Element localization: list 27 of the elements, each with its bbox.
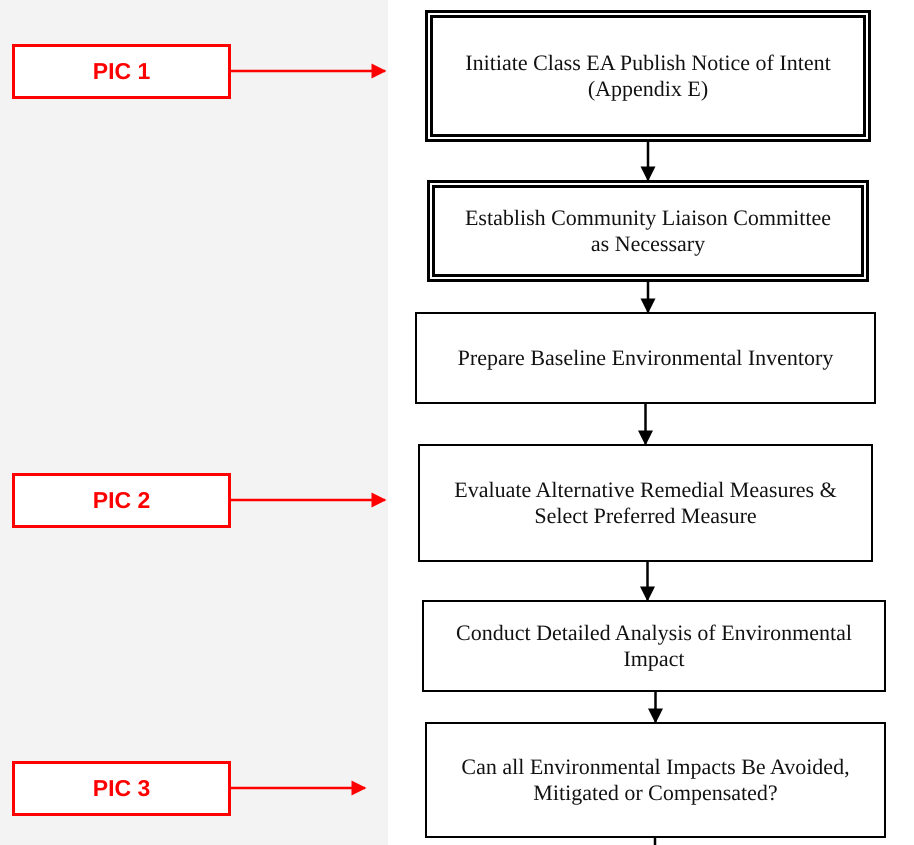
- step-text: Can all Environmental Impacts Be Avoided, Mitigated or Compensated?: [460, 754, 851, 806]
- callout-box: [12, 44, 231, 99]
- process-box: [425, 10, 871, 142]
- process-box: [427, 180, 869, 282]
- step-text: Initiate Class EA Publish Notice of Intent (Appendix E): [464, 50, 832, 102]
- callout-box: [12, 473, 231, 528]
- step-text: Prepare Baseline Environmental Inventory: [458, 345, 834, 371]
- arrow: [638, 404, 653, 446]
- process-box: [418, 444, 873, 562]
- arrow: [231, 492, 386, 508]
- callout-label: PIC 3: [92, 775, 150, 802]
- arrow: [231, 780, 366, 796]
- callout-box: [12, 761, 231, 816]
- process-box: [425, 722, 886, 838]
- step-text: Establish Community Liaison Committee as Necessary: [464, 205, 832, 257]
- arrow: [640, 282, 656, 314]
- process-box: [415, 312, 876, 404]
- arrow: [640, 562, 655, 602]
- callout-label: PIC 1: [92, 58, 150, 85]
- process-box: [422, 600, 886, 692]
- arrow: [640, 142, 656, 182]
- connector-line: [654, 838, 656, 845]
- step-text: Evaluate Alternative Remedial Measures & Select Preferred Measure: [453, 477, 838, 529]
- callout-label: PIC 2: [92, 487, 150, 514]
- step-text: Conduct Detailed Analysis of Environmental Impact: [455, 620, 853, 672]
- arrow: [648, 692, 663, 724]
- arrow: [231, 64, 386, 78]
